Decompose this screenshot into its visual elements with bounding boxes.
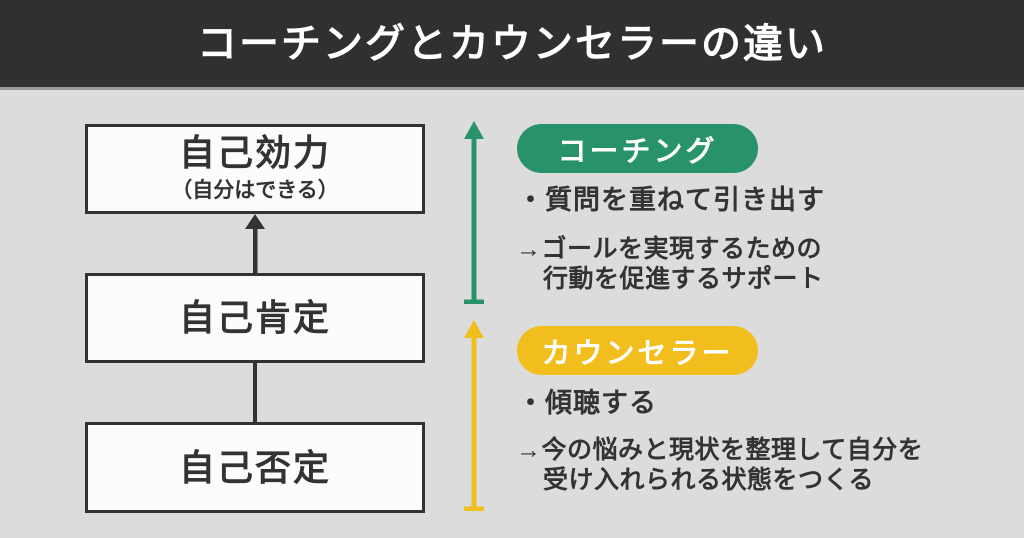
- counselor-note: →今の悩みと現状を整理して自分を 受け入れられる状態をつくる: [516, 435, 923, 495]
- stage-box-self-efficacy: 自己効力 （自分はできる）: [85, 124, 425, 214]
- page-title: コーチングとカウンセラーの違い: [197, 21, 827, 66]
- title-bar: コーチングとカウンセラーの違い: [0, 0, 1024, 90]
- coaching-badge: コーチング: [517, 124, 758, 173]
- up-arrow-icon: [245, 214, 265, 274]
- connector-line: [253, 361, 257, 423]
- coaching-note-line2: 行動を促進するサポート: [543, 265, 824, 293]
- stage-box-self-denial: 自己否定: [85, 422, 425, 513]
- coaching-bullet: ・質問を重ねて引き出す: [517, 185, 825, 215]
- counselor-note-line2: 受け入れられる状態をつくる: [543, 466, 875, 494]
- coaching-note: →ゴールを実現するための 行動を促進するサポート: [516, 234, 824, 294]
- coaching-badge-label: コーチング: [557, 135, 718, 168]
- coaching-range-arrow-icon: [464, 121, 484, 304]
- counselor-badge: カウンセラー: [517, 326, 758, 375]
- coaching-note-line1: →ゴールを実現するための: [516, 235, 823, 263]
- stage-sublabel: （自分はできる）: [171, 179, 339, 203]
- stage-label: 自己肯定: [178, 297, 331, 339]
- stage-label: 自己否定: [178, 446, 331, 488]
- stage-label: 自己効力: [178, 131, 331, 173]
- counselor-badge-label: カウンセラー: [541, 337, 734, 370]
- counselor-note-line1: →今の悩みと現状を整理して自分を: [516, 436, 924, 464]
- counselor-bullet: ・傾聴する: [517, 388, 657, 418]
- counselor-range-arrow-icon: [464, 320, 484, 511]
- stage-box-self-affirmation: 自己肯定: [85, 273, 425, 363]
